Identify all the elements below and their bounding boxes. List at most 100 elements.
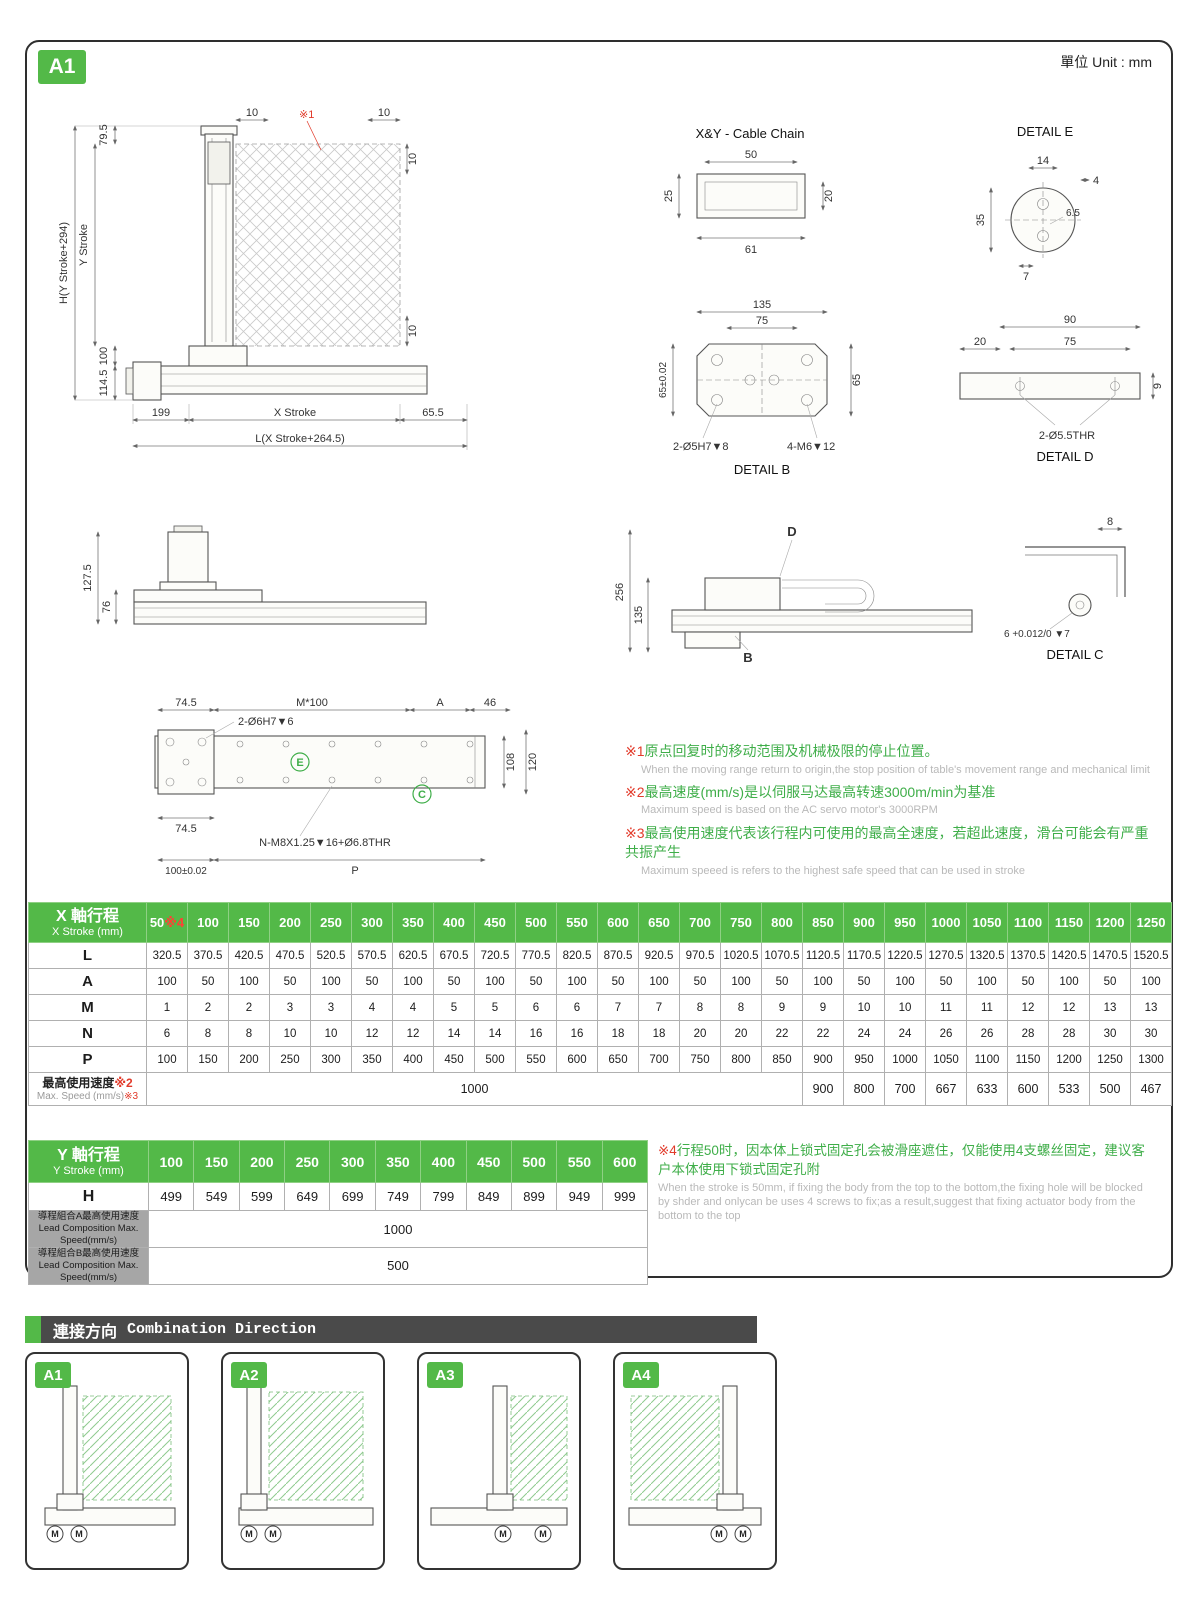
x-col-header: 1100 [1007, 901, 1049, 944]
x-cell: 28 [1007, 1020, 1049, 1048]
svg-text:256: 256 [614, 583, 626, 601]
x-cell: 470.5 [269, 942, 311, 970]
combination-box-a3: M M A3 [417, 1352, 581, 1570]
callout-c: C [418, 789, 426, 801]
combination-box-a2: M M A2 [221, 1352, 385, 1570]
motor-icon [240, 1525, 258, 1543]
banner-title-zh: 連接方向 [53, 1323, 118, 1341]
svg-text:35: 35 [975, 214, 987, 226]
x-cell: 1170.5 [843, 942, 885, 970]
side-view-front-dimensions: 127.5 76 [82, 531, 118, 625]
x-cell: 6 [515, 994, 557, 1022]
detail-e-part [1005, 182, 1081, 258]
svg-text:N-M8X1.25▼16+Ø6.8THR: N-M8X1.25▼16+Ø6.8THR [259, 837, 391, 849]
front-view-drawing: H(Y Stroke+294) Y Stroke 79.5 100 114.5 … [58, 107, 468, 450]
x-cell: 18 [597, 1020, 639, 1048]
x-cell: 10 [884, 994, 926, 1022]
x-col-header: 1000 [925, 901, 967, 944]
y-col-header: 550 [556, 1139, 603, 1184]
x-cell: 970.5 [679, 942, 721, 970]
x-cell: 24 [843, 1020, 885, 1048]
x-cell: 770.5 [515, 942, 557, 970]
x-cell: 8 [187, 1020, 229, 1048]
x-cell: 50 [351, 968, 393, 996]
x-speed-cell: 800 [843, 1072, 885, 1107]
x-col-header: 550 [556, 901, 598, 944]
x-cell: 9 [761, 994, 803, 1022]
page-badge: A1 [38, 50, 86, 84]
x-cell: 720.5 [474, 942, 516, 970]
x-cell: 100 [228, 968, 270, 996]
travel-range-hatch [235, 143, 401, 347]
svg-text:100±0.02: 100±0.02 [165, 866, 207, 877]
svg-text:20: 20 [823, 190, 835, 202]
dim-10-top-left: 10 [246, 107, 258, 119]
detail-d-part [959, 372, 1141, 400]
motor-icon [710, 1525, 728, 1543]
x-cell: 100 [1048, 968, 1090, 996]
x-cell: 950 [843, 1046, 885, 1074]
note-2-en: Maximum speed is based on the AC servo m… [641, 804, 938, 817]
x-cell: 2 [187, 994, 229, 1022]
x-cell: 1120.5 [802, 942, 844, 970]
x-col-header: 450 [474, 901, 516, 944]
x-col-header: 50※4 [146, 901, 188, 944]
svg-text:2-Ø5.5THR: 2-Ø5.5THR [1039, 430, 1095, 442]
y-col-header: 300 [329, 1139, 376, 1184]
x-col-header: 100 [187, 901, 229, 944]
x-cell: 24 [884, 1020, 926, 1048]
x-col-header: 1250 [1130, 901, 1172, 944]
x-cell: 6 [146, 1020, 188, 1048]
detail-d-dimensions: 90 20 75 9 2-Ø5.5THR [959, 314, 1164, 442]
x-col-header: 900 [843, 901, 885, 944]
x-row-label: A [28, 968, 147, 996]
x-cell: 28 [1048, 1020, 1090, 1048]
y-col-header: 600 [601, 1139, 649, 1184]
x-col-header: 700 [679, 901, 721, 944]
note-4-zh: ※4行程50时，因本体上锁式固定孔会被滑座遮住，仅能使用4支螺丝固定，建议客户本… [658, 1143, 1145, 1177]
x-col-header: 400 [433, 901, 475, 944]
svg-text:108: 108 [505, 753, 517, 771]
x-cell: 920.5 [638, 942, 680, 970]
svg-text:46: 46 [484, 697, 496, 709]
x-cell: 320.5 [146, 942, 188, 970]
x-cell: 1250 [1089, 1046, 1131, 1074]
x-cell: 600 [556, 1046, 598, 1074]
note-4-block: ※4行程50时，因本体上锁式固定孔会被滑座遮住，仅能使用4支螺丝固定，建议客户本… [658, 1142, 1156, 1230]
x-cell: 870.5 [597, 942, 639, 970]
top-view-drawing: E C 74.5 M*100 A 46 2-Ø6H7▼6 108 120 74.… [154, 697, 539, 877]
x-col-header: 750 [720, 901, 762, 944]
svg-text:65±0.02: 65±0.02 [658, 362, 669, 399]
svg-text:90: 90 [1064, 314, 1076, 326]
combination-badge-a4: A4 [623, 1362, 659, 1388]
x-cell: 450 [433, 1046, 475, 1074]
x-cell: 1150 [1007, 1046, 1049, 1074]
x-cell: 520.5 [310, 942, 352, 970]
x-cell: 1200 [1048, 1046, 1090, 1074]
note-1-en: When the moving range return to origin,t… [641, 763, 1150, 776]
x-cell: 7 [597, 994, 639, 1022]
x-cell: 50 [925, 968, 967, 996]
cable-chain-inner [704, 181, 798, 211]
banner-title-en: Combination Direction [127, 1321, 317, 1338]
x-cell: 10 [843, 994, 885, 1022]
svg-text:9: 9 [1152, 383, 1164, 389]
svg-text:74.5: 74.5 [175, 823, 196, 835]
dim-xstroke-label: X Stroke [274, 407, 316, 419]
x-col-header: 250 [310, 901, 352, 944]
side-view-front-part [133, 525, 427, 625]
x-cell: 30 [1089, 1020, 1131, 1048]
svg-text:61: 61 [745, 244, 757, 256]
x-cell: 50 [187, 968, 229, 996]
x-cell: 26 [925, 1020, 967, 1048]
x-row-label: P [28, 1046, 147, 1074]
